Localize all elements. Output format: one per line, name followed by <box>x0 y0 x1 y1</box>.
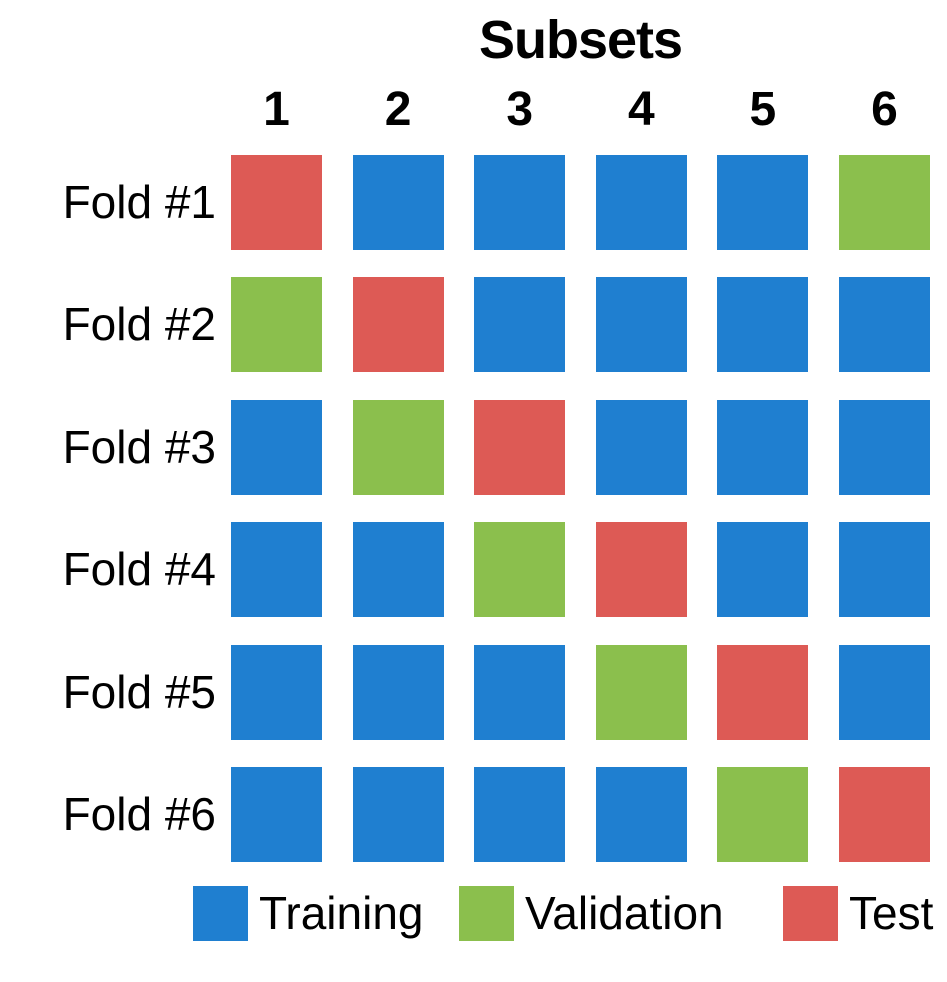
row-label-fold-6: Fold #6 <box>62 788 216 840</box>
matrix-cell-fold4-subset5-training <box>717 522 809 618</box>
matrix-cell-fold3-subset5-training <box>717 399 809 495</box>
matrix-cell-fold3-subset2-validation <box>352 399 444 495</box>
matrix-cell-fold6-subset5-validation <box>717 767 809 862</box>
matrix-cell-fold3-subset4-training <box>595 399 687 495</box>
legend-swatch-training <box>193 885 248 941</box>
matrix-cell-fold6-subset1-training <box>231 767 322 862</box>
legend-item-training: Training <box>193 880 423 946</box>
column-header-5: 5 <box>749 83 777 136</box>
legend-label-validation: Validation <box>525 886 724 939</box>
matrix-cell-fold4-subset3-validation <box>474 522 566 618</box>
legend: Training Validation Test <box>0 880 947 950</box>
matrix-cell-fold2-subset2-test <box>352 277 444 373</box>
matrix-cell-fold2-subset4-training <box>595 277 687 373</box>
matrix-cell-fold5-subset5-test <box>717 644 809 740</box>
row-label-column: Fold #1 Fold #2 Fold #3 Fold #4 Fold #5 Fold … <box>0 155 225 855</box>
matrix-cell-fold1-subset3-training <box>474 155 566 250</box>
matrix-cell-fold2-subset3-training <box>474 277 566 373</box>
legend-label-training: Training <box>259 886 424 939</box>
fold-matrix <box>231 155 930 862</box>
matrix-cell-fold4-subset1-training <box>231 522 322 618</box>
matrix-cell-fold5-subset4-validation <box>595 644 687 740</box>
matrix-cell-fold6-subset2-training <box>352 767 444 862</box>
column-header-row: 1 2 3 4 5 6 <box>231 84 930 136</box>
column-header-2: 2 <box>384 83 412 136</box>
row-label-fold-4: Fold #4 <box>62 543 216 596</box>
legend-item-validation: Validation <box>459 880 724 946</box>
matrix-cell-fold1-subset5-training <box>717 155 809 250</box>
column-header-3: 3 <box>506 83 534 136</box>
legend-swatch-test <box>783 885 838 941</box>
row-label-fold-1: Fold #1 <box>62 176 216 228</box>
column-header-4: 4 <box>627 83 655 136</box>
matrix-cell-fold1-subset6-validation <box>839 155 930 250</box>
matrix-cell-fold1-subset4-training <box>595 155 687 250</box>
matrix-cell-fold6-subset4-training <box>595 767 687 862</box>
matrix-cell-fold3-subset3-test <box>474 399 566 495</box>
row-label-fold-5: Fold #5 <box>62 665 216 718</box>
matrix-cell-fold6-subset3-training <box>474 767 566 862</box>
matrix-cell-fold5-subset1-training <box>231 644 322 740</box>
column-header-6: 6 <box>871 83 898 136</box>
matrix-cell-fold3-subset6-training <box>839 399 930 495</box>
matrix-cell-fold3-subset1-training <box>231 399 322 495</box>
legend-item-test: Test <box>783 880 933 946</box>
row-label-fold-2: Fold #2 <box>62 298 216 351</box>
matrix-cell-fold5-subset2-training <box>352 644 444 740</box>
legend-swatch-validation <box>459 885 514 941</box>
matrix-cell-fold1-subset1-test <box>231 155 322 250</box>
matrix-cell-fold4-subset2-training <box>352 522 444 618</box>
page-title: Subsets <box>478 10 683 70</box>
matrix-cell-fold2-subset1-validation <box>231 277 322 373</box>
matrix-cell-fold4-subset4-test <box>595 522 687 618</box>
matrix-cell-fold5-subset6-training <box>839 644 930 740</box>
matrix-cell-fold1-subset2-training <box>352 155 444 250</box>
column-header-1: 1 <box>263 83 290 136</box>
matrix-cell-fold4-subset6-training <box>839 522 930 618</box>
matrix-cell-fold2-subset5-training <box>717 277 809 373</box>
row-label-fold-3: Fold #3 <box>62 420 216 473</box>
matrix-cell-fold6-subset6-test <box>839 767 930 862</box>
matrix-cell-fold2-subset6-training <box>839 277 930 373</box>
legend-label-test: Test <box>849 886 934 939</box>
matrix-cell-fold5-subset3-training <box>474 644 566 740</box>
